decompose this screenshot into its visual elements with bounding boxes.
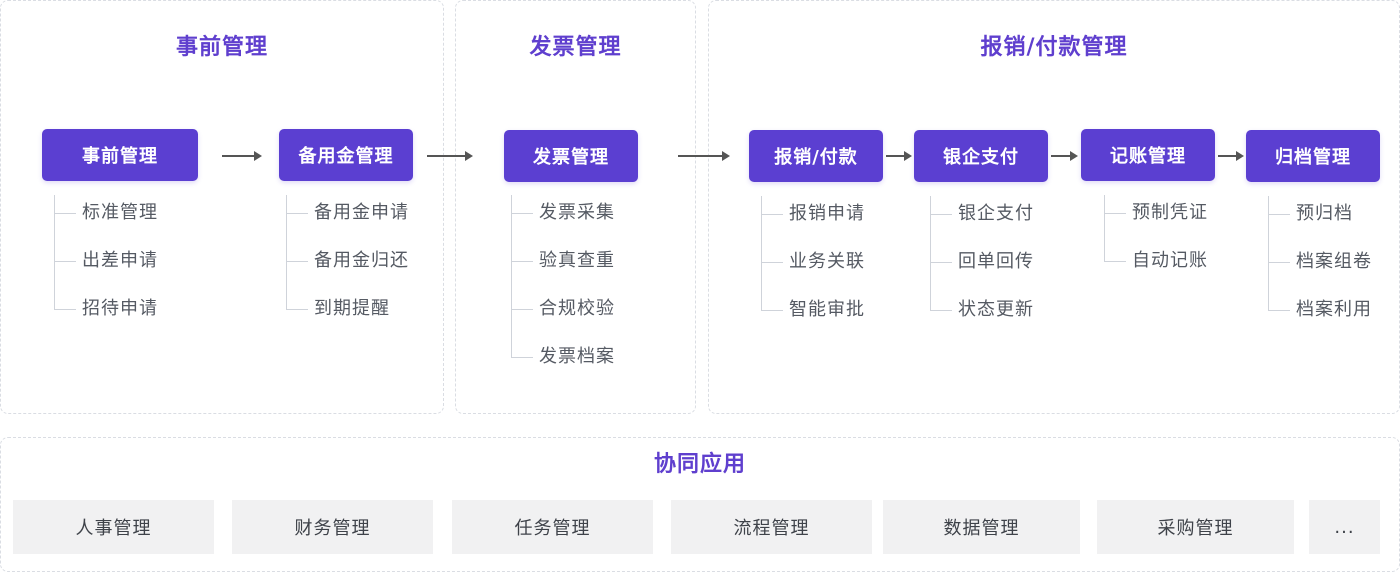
tree-line (930, 196, 931, 310)
tree-line (511, 195, 512, 358)
flow-arrow (678, 150, 730, 162)
sub-item-petty-cash-request[interactable]: 备用金申请 (286, 198, 436, 228)
sub-item-label: 出差申请 (82, 250, 158, 271)
flow-arrow (222, 150, 262, 162)
panel-invoice-management: 发票管理 (455, 0, 696, 414)
flow-arrow (886, 150, 912, 162)
flow-arrow (1051, 150, 1078, 162)
sub-item-label: 发票档案 (539, 346, 615, 367)
sub-item-hospitality-request[interactable]: 招待申请 (54, 294, 214, 324)
app-task-management[interactable]: 任务管理 (452, 500, 653, 554)
panel-title-pre-management: 事前管理 (175, 35, 268, 60)
app-process-management[interactable]: 流程管理 (671, 500, 872, 554)
sub-item-standard-management[interactable]: 标准管理 (54, 198, 214, 228)
app-hr-management[interactable]: 人事管理 (13, 500, 214, 554)
sub-item-bank-payment[interactable]: 银企支付 (930, 199, 1060, 229)
sub-item-label: 招待申请 (82, 298, 158, 319)
node-petty-cash-management[interactable]: 备用金管理 (279, 129, 413, 181)
sub-item-verify-dedupe[interactable]: 验真查重 (511, 246, 661, 276)
sub-item-pre-voucher[interactable]: 预制凭证 (1104, 198, 1234, 228)
sub-item-label: 发票采集 (539, 202, 615, 223)
sub-item-business-link[interactable]: 业务关联 (761, 247, 901, 277)
sub-item-invoice-collection[interactable]: 发票采集 (511, 198, 661, 228)
node-reimburse-payment[interactable]: 报销/付款 (749, 130, 883, 182)
app-data-management[interactable]: 数据管理 (883, 500, 1080, 554)
node-bookkeeping-management[interactable]: 记账管理 (1081, 129, 1215, 181)
sub-item-label: 自动记账 (1132, 250, 1208, 271)
sub-item-label: 报销申请 (789, 203, 865, 224)
sub-item-auto-bookkeeping[interactable]: 自动记账 (1104, 246, 1234, 276)
sub-item-label: 预归档 (1296, 203, 1353, 224)
sub-item-smart-approval[interactable]: 智能审批 (761, 295, 901, 325)
sub-item-label: 合规校验 (539, 298, 615, 319)
sub-item-due-reminder[interactable]: 到期提醒 (286, 294, 436, 324)
sub-item-label: 智能审批 (789, 299, 865, 320)
flow-arrow (427, 150, 473, 162)
panel-pre-management: 事前管理 (0, 0, 444, 414)
sub-item-petty-cash-return[interactable]: 备用金归还 (286, 246, 436, 276)
tree-line (761, 196, 762, 310)
sub-item-label: 档案组卷 (1296, 251, 1372, 272)
tree-line (1104, 195, 1105, 261)
sub-item-label: 银企支付 (958, 203, 1034, 224)
sub-item-archive-volume[interactable]: 档案组卷 (1268, 247, 1396, 277)
sub-item-label: 业务关联 (789, 251, 865, 272)
sub-item-archive-use[interactable]: 档案利用 (1268, 295, 1396, 325)
panel-title-invoice-management: 发票管理 (529, 35, 622, 60)
app-finance-management[interactable]: 财务管理 (232, 500, 433, 554)
panel-title-reimburse-payment-management: 报销/付款管理 (980, 35, 1128, 60)
sub-item-label: 标准管理 (82, 202, 158, 223)
app-procurement-management[interactable]: 采购管理 (1097, 500, 1294, 554)
app-more[interactable]: ... (1309, 500, 1380, 554)
tree-line (1268, 196, 1269, 310)
sub-item-label: 档案利用 (1296, 299, 1372, 320)
sub-item-label: 状态更新 (958, 299, 1034, 320)
panel-reimburse-payment-management: 报销/付款管理 (708, 0, 1400, 414)
flow-arrow (1218, 150, 1244, 162)
sub-item-label: 备用金归还 (314, 250, 409, 271)
sub-item-label: 备用金申请 (314, 202, 409, 223)
sub-item-business-trip-request[interactable]: 出差申请 (54, 246, 214, 276)
sub-item-pre-archive[interactable]: 预归档 (1268, 199, 1396, 229)
node-bank-payment[interactable]: 银企支付 (914, 130, 1048, 182)
tree-line (286, 195, 287, 309)
node-pre-management[interactable]: 事前管理 (42, 129, 198, 181)
sub-item-label: 验真查重 (539, 250, 615, 271)
sub-item-reimburse-request[interactable]: 报销申请 (761, 199, 901, 229)
sub-item-label: 预制凭证 (1132, 202, 1208, 223)
node-archive-management[interactable]: 归档管理 (1246, 130, 1380, 182)
sub-item-receipt-return[interactable]: 回单回传 (930, 247, 1060, 277)
tree-line (54, 195, 55, 309)
node-invoice-management[interactable]: 发票管理 (504, 130, 638, 182)
sub-item-invoice-archive[interactable]: 发票档案 (511, 342, 661, 372)
sub-item-compliance-check[interactable]: 合规校验 (511, 294, 661, 324)
sub-item-status-update[interactable]: 状态更新 (930, 295, 1060, 325)
panel-title-collab-apps: 协同应用 (653, 452, 746, 477)
sub-item-label: 到期提醒 (314, 298, 390, 319)
sub-item-label: 回单回传 (958, 251, 1034, 272)
